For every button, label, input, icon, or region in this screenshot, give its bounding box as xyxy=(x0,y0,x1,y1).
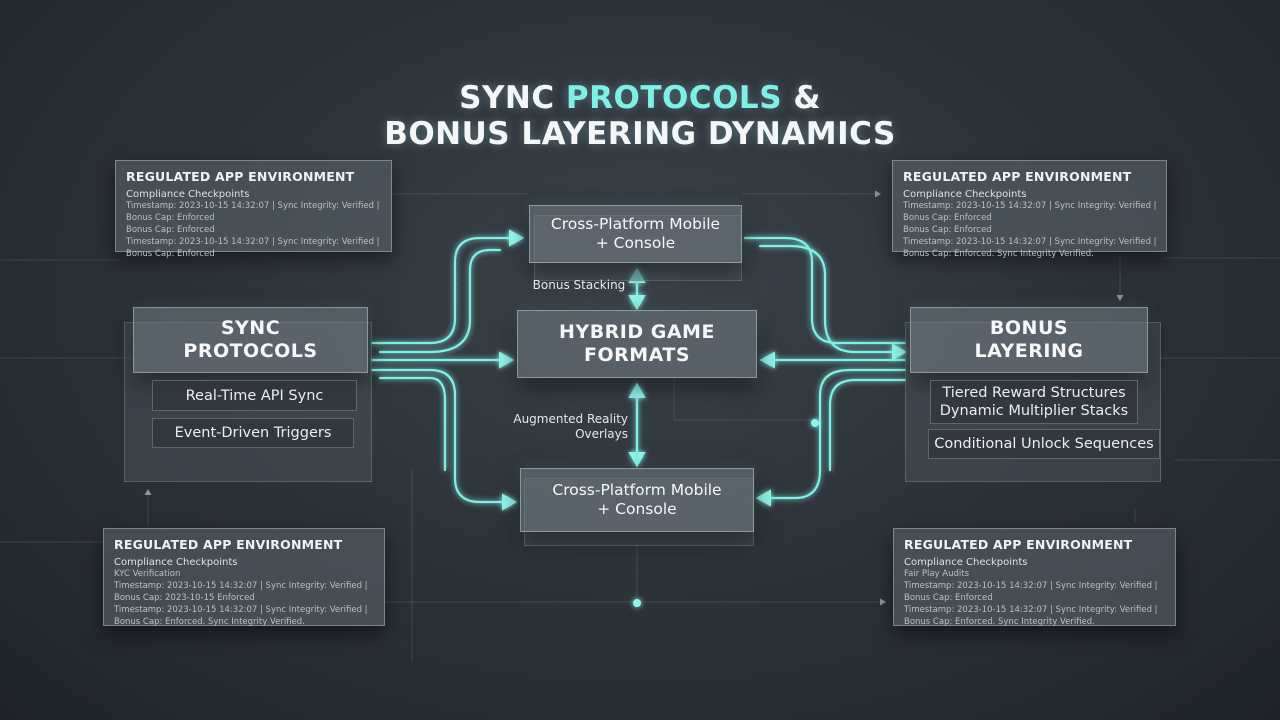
compliance-panel-bottom-right: REGULATED APP ENVIRONMENT Compliance Che… xyxy=(893,528,1176,627)
node-label: LAYERING xyxy=(974,340,1084,362)
title-line-2: BONUS LAYERING DYNAMICS xyxy=(384,116,896,152)
node-label: HYBRID GAME xyxy=(559,321,715,343)
compliance-panel-top-right: REGULATED APP ENVIRONMENT Compliance Che… xyxy=(892,160,1167,259)
panel-line: Bonus Cap: Enforced xyxy=(126,225,215,235)
panel-subheading: Compliance Checkpoints xyxy=(126,189,250,200)
chip-label: Conditional Unlock Sequences xyxy=(934,436,1154,452)
panel-line: Bonus Cap: Enforced. Sync Integrity Veri… xyxy=(904,617,1095,627)
node-label: FORMATS xyxy=(583,344,691,366)
node-label: + Console xyxy=(595,234,676,252)
chip-tiered-reward-structures[interactable]: Tiered Reward Structures Dynamic Multipl… xyxy=(930,380,1138,424)
title-accent: PROTOCOLS xyxy=(565,80,783,116)
label-bonus-stacking: Bonus Stacking xyxy=(532,278,626,292)
node-label: Cross-Platform Mobile xyxy=(550,215,721,233)
chip-label: Event-Driven Triggers xyxy=(174,425,332,441)
panel-subheading: Compliance Checkpoints xyxy=(904,557,1028,568)
panel-line: Timestamp: 2023-10-15 14:32:07 | Sync In… xyxy=(126,201,380,211)
title-line-1: SYNC PROTOCOLS & xyxy=(0,80,1280,116)
node-label: SYNC xyxy=(220,317,281,339)
panel-line: Bonus Cap: Enforced xyxy=(904,593,993,603)
label-line: Augmented Reality xyxy=(513,412,628,426)
panel-line: Bonus Cap: Enforced xyxy=(903,225,992,235)
chip-label: Tiered Reward Structures xyxy=(942,385,1126,401)
panel-line: Bonus Cap: Enforced xyxy=(126,249,215,259)
chip-real-time-api-sync[interactable]: Real-Time API Sync xyxy=(152,380,357,411)
chip-label: Real-Time API Sync xyxy=(185,387,324,404)
panel-line: Timestamp: 2023-10-15 14:32:07 | Sync In… xyxy=(114,605,368,615)
panel-line: Timestamp: 2023-10-15 14:32:07 | Sync In… xyxy=(114,581,368,591)
node-sync-protocols[interactable]: SYNC PROTOCOLS xyxy=(133,307,368,373)
node-label: BONUS xyxy=(989,317,1069,339)
node-label: PROTOCOLS xyxy=(183,340,318,362)
title-part-3: & xyxy=(782,80,821,116)
panel-line: Bonus Cap: Enforced. Sync Integrity Veri… xyxy=(903,249,1094,259)
panel-subheading: Compliance Checkpoints xyxy=(114,557,238,568)
label-augmented-reality-overlays: Augmented Reality Overlays xyxy=(498,412,628,442)
chip-conditional-unlock-sequences[interactable]: Conditional Unlock Sequences xyxy=(928,429,1160,459)
compliance-panel-bottom-left: REGULATED APP ENVIRONMENT Compliance Che… xyxy=(103,528,385,627)
node-cross-platform-bottom[interactable]: Cross-Platform Mobile + Console xyxy=(520,468,754,532)
panel-line: Bonus Cap: 2023-10-15 Enforced xyxy=(114,593,255,603)
node-cross-platform-top[interactable]: Cross-Platform Mobile + Console xyxy=(529,205,742,263)
chip-event-driven-triggers[interactable]: Event-Driven Triggers xyxy=(152,418,354,448)
panel-subheading: Compliance Checkpoints xyxy=(903,189,1027,200)
label-line: Overlays xyxy=(575,427,628,441)
panel-heading: REGULATED APP ENVIRONMENT xyxy=(904,537,1133,552)
panel-line: Timestamp: 2023-10-15 14:32:07 | Sync In… xyxy=(904,581,1158,591)
panel-line: Bonus Cap: Enforced xyxy=(903,213,992,223)
panel-line: Timestamp: 2023-10-15 14:32:07 | Sync In… xyxy=(903,201,1157,211)
panel-line: Timestamp: 2023-10-15 14:32:07 | Sync In… xyxy=(903,237,1157,247)
panel-line: Timestamp: 2023-10-15 14:32:07 | Sync In… xyxy=(126,237,380,247)
panel-line: Fair Play Audits xyxy=(904,569,970,579)
panel-line: Bonus Cap: Enforced xyxy=(126,213,215,223)
panel-heading: REGULATED APP ENVIRONMENT xyxy=(114,537,343,552)
node-bonus-layering[interactable]: BONUS LAYERING xyxy=(910,307,1148,373)
node-label: + Console xyxy=(597,500,677,518)
panel-line: KYC Verification xyxy=(114,569,181,579)
title-part-1: SYNC xyxy=(459,80,566,116)
panel-heading: REGULATED APP ENVIRONMENT xyxy=(126,169,355,184)
panel-line: Timestamp: 2023-10-15 14:32:07 | Sync In… xyxy=(904,605,1158,615)
node-label: Cross-Platform Mobile xyxy=(552,481,722,499)
panel-line: Bonus Cap: Enforced. Sync Integrity Veri… xyxy=(114,617,305,627)
panel-heading: REGULATED APP ENVIRONMENT xyxy=(903,169,1132,184)
compliance-panel-top-left: REGULATED APP ENVIRONMENT Compliance Che… xyxy=(115,160,392,259)
node-hybrid-game-formats[interactable]: HYBRID GAME FORMATS xyxy=(517,310,757,378)
chip-label: Dynamic Multiplier Stacks xyxy=(939,403,1129,419)
